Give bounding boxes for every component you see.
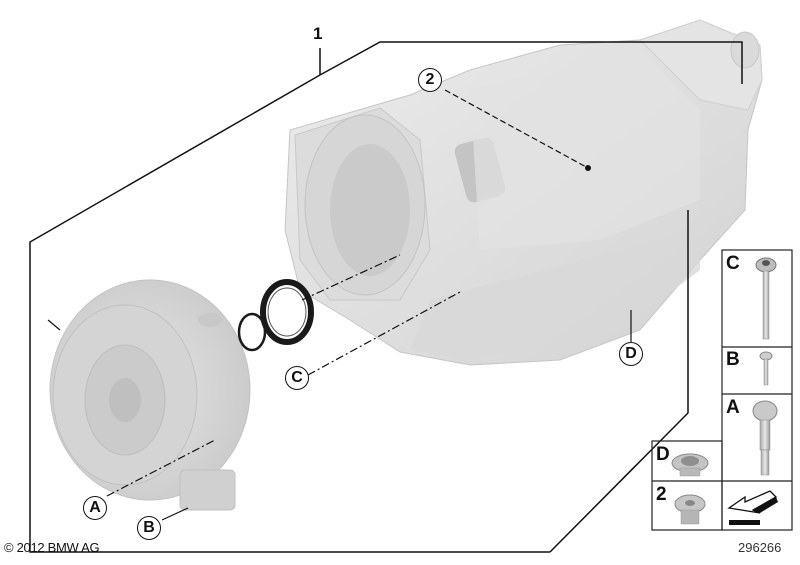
callout-c-leader [307, 291, 461, 376]
bolt-a-icon [752, 400, 778, 476]
legend-d-label: D [656, 444, 670, 465]
shaft-seal [260, 279, 314, 345]
transmission-housing [284, 19, 763, 366]
assembly-frame [319, 41, 743, 84]
callout-a-label: A [83, 496, 107, 520]
legend-b-label: B [726, 349, 740, 370]
legend-a-label: A [726, 397, 740, 418]
screw-b-icon [759, 351, 773, 386]
legend-2-label: 2 [656, 484, 667, 505]
callout-c-label: C [285, 366, 309, 390]
o-ring [237, 312, 267, 352]
callout-b-label: B [137, 516, 161, 540]
callout-2-dot [585, 165, 591, 171]
copyright: © 2012 BMW AG [4, 540, 100, 555]
plug-2-icon [674, 494, 706, 525]
direction-arrow-icon [727, 490, 778, 525]
callout-b-leader [161, 507, 189, 521]
parts-legend [651, 249, 793, 531]
callout-d-label: D [619, 342, 643, 366]
legend-c-label: C [726, 253, 740, 274]
callout-a-leader [106, 439, 216, 497]
callout-2-leader [444, 89, 589, 169]
assembly-frame-right [549, 210, 689, 553]
seal-leader [301, 254, 401, 301]
plug-d-icon [671, 453, 709, 477]
torque-converter [49, 279, 251, 511]
part-number: 296266 [738, 540, 782, 555]
callout-2-label: 2 [418, 68, 442, 92]
assembly-frame-left [29, 74, 550, 553]
bolt-c-icon [755, 257, 777, 340]
torque-converter-leader [47, 319, 61, 331]
callout-1-label: 1 [313, 24, 323, 43]
